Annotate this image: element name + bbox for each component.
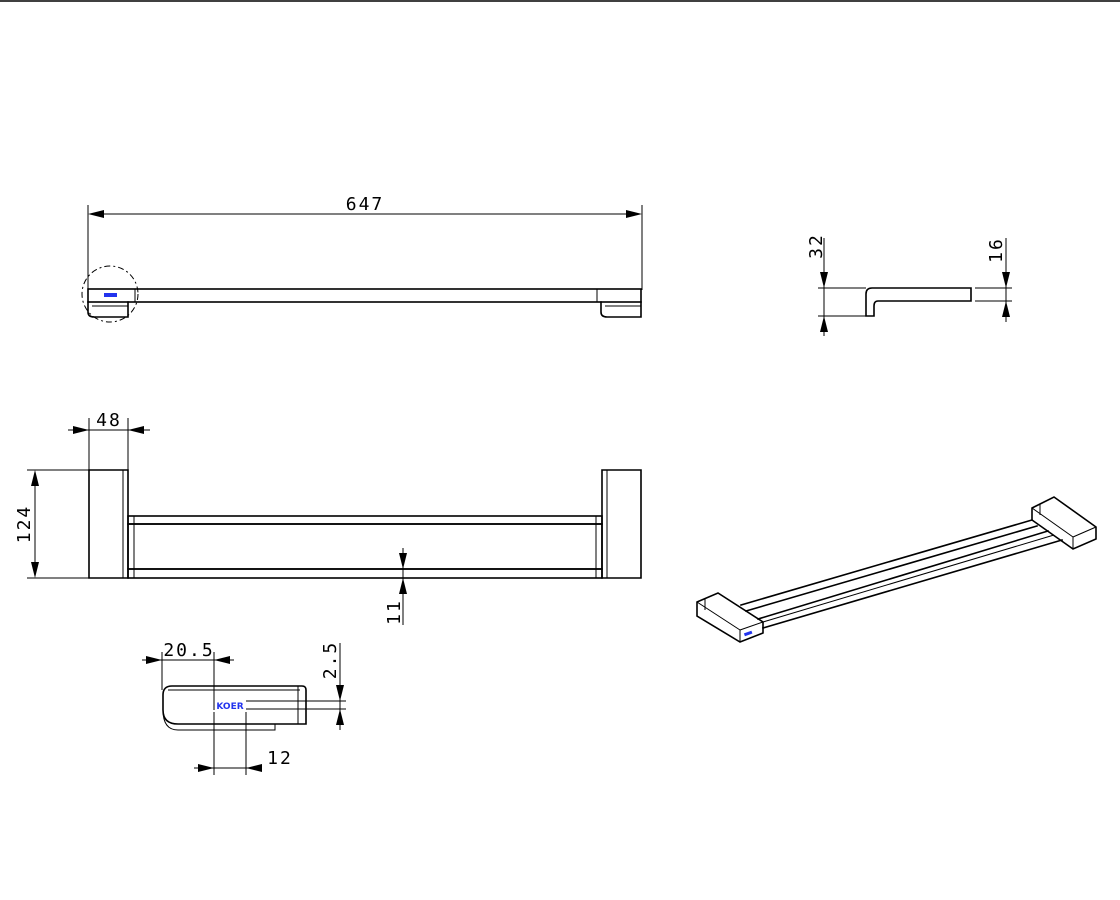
dim-bracket-width: 48 [96, 410, 122, 431]
detail-circle [81, 265, 139, 323]
logo-text: KOER [216, 702, 243, 712]
dim-logo-length: 12 [267, 748, 293, 769]
logo-mark-iso [743, 630, 753, 637]
dim-overall-depth: 124 [14, 505, 35, 544]
dim-logo-offset: 2.5 [320, 641, 341, 680]
top-view: 48 124 11 [14, 410, 642, 625]
dim-side-height: 32 [806, 233, 827, 259]
detail-view: 20.5 KOER 2.5 12 [142, 640, 346, 775]
dim-bar-gap: 11 [384, 599, 405, 625]
logo-mark-front [104, 293, 117, 297]
dim-cap-width: 20.5 [163, 640, 214, 661]
isometric-view [696, 496, 1097, 643]
dim-overall-length: 647 [346, 194, 385, 215]
dim-bar-thickness: 16 [986, 237, 1007, 263]
side-view: 32 16 [806, 233, 1012, 336]
front-view: 647 [81, 194, 643, 323]
